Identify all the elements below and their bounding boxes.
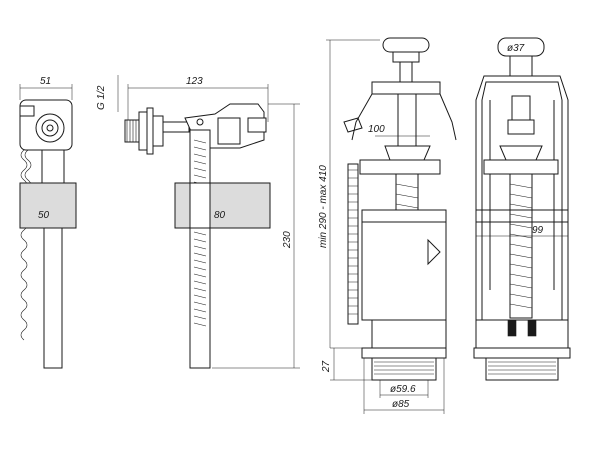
- fill-valve-front-view: G 1/2 123 80 230: [96, 75, 300, 369]
- dim-left-width: 51: [40, 76, 51, 87]
- dim-base-height: 27: [321, 360, 332, 373]
- dim-inner: 99: [532, 225, 544, 236]
- dim-outlet-outer: ø85: [392, 399, 410, 410]
- dim-outlet-inner: ø59.6: [390, 384, 416, 395]
- dim-lever: 100: [368, 124, 385, 135]
- dim-thread: G 1/2: [96, 85, 107, 110]
- dim-height: 230: [282, 231, 293, 249]
- fill-valve-side-view: 51 50: [19, 76, 77, 369]
- chain-left: [20, 149, 32, 341]
- flush-valve-side-view: min 290 - max 410 100: [318, 37, 457, 414]
- dim-mid-length: 123: [186, 76, 203, 87]
- dim-left-float: 50: [38, 210, 50, 221]
- flush-valve-front-view: ø37 99: [473, 37, 571, 381]
- float-mid: [174, 182, 271, 229]
- dim-flush-height: min 290 - max 410: [318, 165, 329, 248]
- dim-button-dia: ø37: [507, 43, 525, 54]
- dim-mid-float: 80: [214, 210, 226, 221]
- float-left: [19, 182, 77, 229]
